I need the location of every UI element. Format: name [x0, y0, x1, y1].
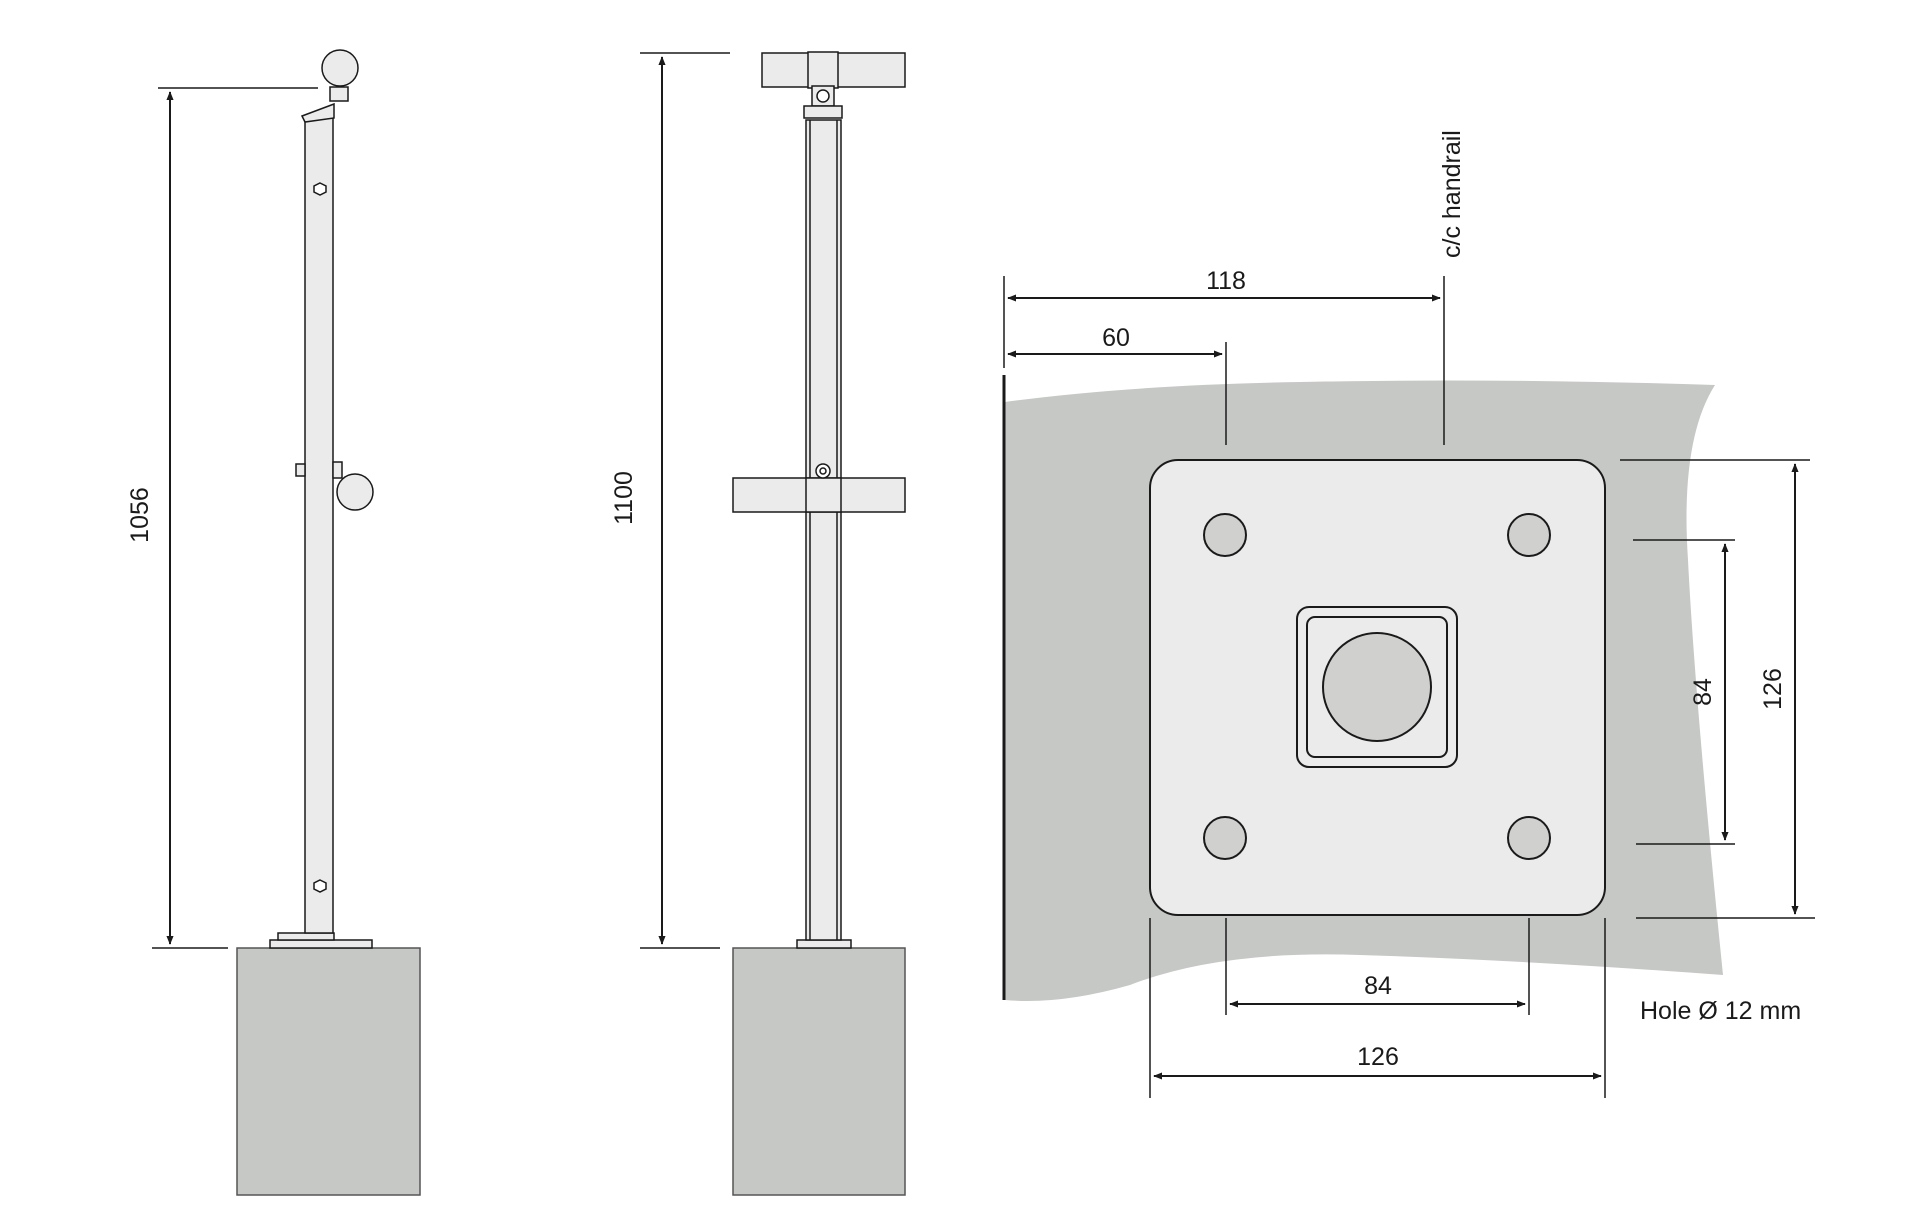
side-mid-handrail [336, 473, 374, 511]
bolt-hole-top-right [1507, 513, 1551, 557]
bottom-dim-126-label: 126 [1357, 1043, 1399, 1071]
front-height-label: 1100 [610, 471, 638, 525]
top-dim-118-label: 118 [1206, 267, 1246, 295]
side-base-plate [269, 939, 373, 949]
bolt-hole-bottom-left [1203, 816, 1247, 860]
front-concrete-base [732, 947, 906, 1196]
right-dim-126-label: 126 [1759, 668, 1787, 710]
post-socket-center [1322, 632, 1432, 742]
bolt-hole-top-left [1203, 513, 1247, 557]
right-dim-84-label: 84 [1689, 678, 1717, 706]
handrail-label: c/c handrail [1438, 130, 1466, 258]
bolt-hole-bottom-right [1507, 816, 1551, 860]
side-concrete-base [236, 947, 421, 1196]
front-post [805, 119, 842, 941]
bottom-dim-84-label: 84 [1364, 972, 1392, 1000]
side-top-handrail [321, 49, 359, 87]
base-plate-view [1002, 276, 1815, 1098]
hole-diameter-note: Hole Ø 12 mm [1640, 997, 1801, 1025]
front-base-plate [796, 939, 852, 949]
front-view [640, 51, 906, 1196]
side-height-label: 1056 [126, 487, 154, 543]
side-post [304, 117, 334, 934]
side-view [152, 49, 421, 1196]
top-dim-60-label: 60 [1102, 324, 1130, 352]
